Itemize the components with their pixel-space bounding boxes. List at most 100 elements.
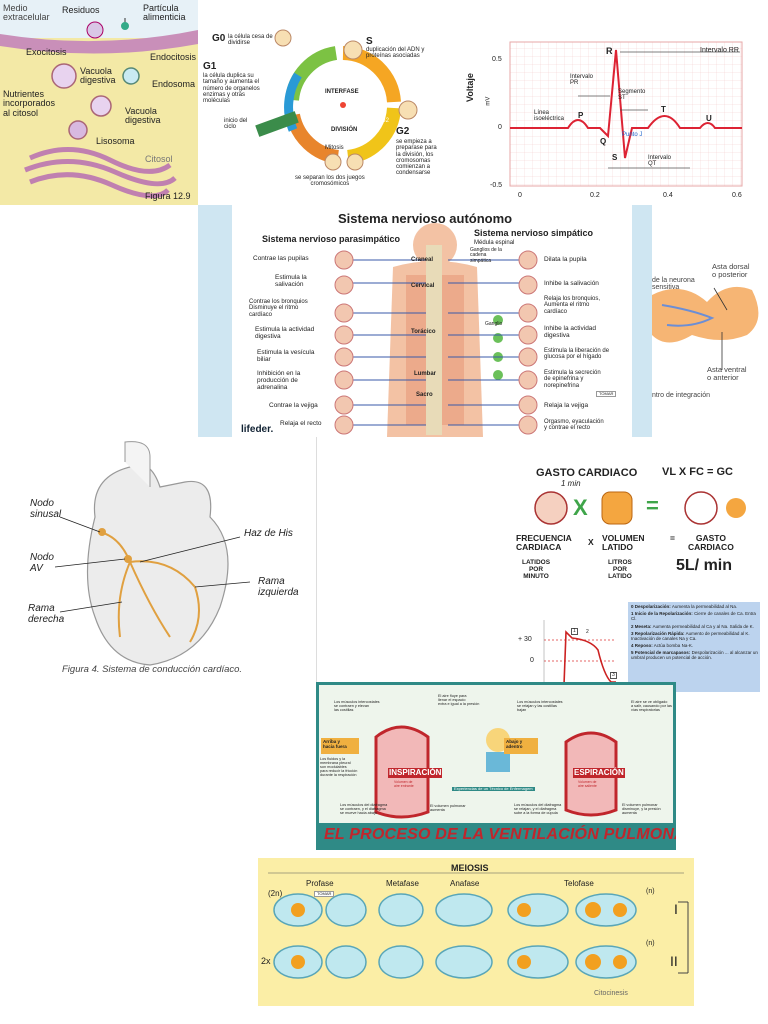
ecg-segmento-st: Segmento ST: [618, 89, 646, 102]
vent-experiencias: Experiencias de un Técnico de Enfermagem: [452, 786, 535, 792]
ap-legend-desc-4: Actúa bomba Na-K.: [653, 643, 694, 649]
ap-legend-n-4: 4: [631, 643, 634, 649]
ans-ganglio: Ganglio: [485, 321, 503, 327]
label-residuos: Residuos: [62, 5, 100, 15]
ap-ytick-0: + 30: [518, 636, 532, 643]
meiosis-n-1: (n): [646, 888, 655, 895]
label-g2: G2: [396, 126, 410, 137]
neuron-sensitiva: de la neurona sensitiva: [652, 277, 695, 292]
vent-abajo: Abajo y adentro: [506, 739, 523, 749]
ans-region-craneal: Craneal: [411, 257, 434, 263]
ans-simp-item-5: Estimula la secreción de epinefrina y no…: [544, 370, 601, 389]
ecg-p: P: [578, 111, 584, 120]
label-s: S: [366, 36, 373, 47]
neuron-centro-integracion: ntro de integración: [652, 392, 710, 399]
ans-simp-item-2: Relaja los bronquios, Aumenta el ritmo c…: [544, 296, 601, 315]
meiosis-n-2: (n): [646, 940, 655, 947]
vent-note-4b: El aire se ve obligado a salir, causando…: [631, 700, 672, 712]
heart-conduction-diagram: Nodo sinusal Haz de His Nodo AV Rama izq…: [0, 437, 317, 685]
ecg-r: R: [606, 46, 613, 56]
action-potential-legend: 0 Despolarización: Aumenta la permeabili…: [628, 602, 760, 692]
gasto-eq-text: =: [670, 533, 675, 543]
spinal-cord-diagram: Asta dorsal o posterior de la neurona se…: [652, 240, 768, 410]
ecg-ytick-1: 0: [498, 124, 502, 131]
gasto-min: 1 min: [561, 479, 581, 488]
ecg-u: U: [706, 114, 712, 123]
gasto-litros: LITROS POR LATIDO: [608, 559, 632, 580]
vent-note-1a: Los músculos intercostales se contraen y…: [334, 700, 380, 712]
label-nutrientes: Nutrientes incorporados al citosol: [3, 89, 56, 118]
meiosis-phase-profase: Profase: [306, 879, 334, 888]
ecg-xtick-3: 0.6: [732, 192, 742, 199]
gasto-eq-symbol: =: [646, 493, 659, 518]
meiosis-phase-anafase: Anafase: [450, 879, 480, 888]
meiosis-phase-telofase: Telofase: [564, 879, 594, 888]
ans-para-item-4: Estimula la vesícula biliar: [257, 349, 315, 363]
ecg-ytick-2: -0.5: [490, 182, 503, 189]
label-particula: Partícula alimenticia: [143, 3, 186, 23]
ap-legend-n-2: 2: [631, 623, 634, 629]
ecg-ylabel: Voltaje: [465, 73, 475, 102]
label-endosoma: Endosoma: [152, 79, 196, 89]
label-citosol: Citosol: [145, 154, 173, 164]
label-g1-desc: la célula duplica su tamaño y aumenta el…: [203, 73, 260, 105]
label-lisosoma: Lisosoma: [96, 136, 135, 146]
gasto-volumen: VOLUMEN LATIDO: [602, 533, 645, 552]
ans-para-item-5: Inhibición en la producción de adrenalin…: [257, 370, 301, 391]
ap-legend-name-5: Potencial de marcapasos:: [634, 650, 691, 656]
ap-legend-desc-2: Aumenta permeabilidad al Ca y al Na. Sal…: [652, 623, 754, 629]
action-potential-chart: + 30 0 1 2 3: [516, 620, 626, 692]
label-division: DIVISIÓN: [331, 127, 358, 133]
gasto-formula: VL X FC = GC: [662, 466, 734, 478]
label-g2-desc: se empieza a preparase para la división,…: [396, 139, 437, 177]
vent-inspiracion: INSPIRACIÓN: [388, 768, 443, 779]
cell-cycle-diagram: G0 la célula cesa de dividirse S duplica…: [198, 0, 460, 205]
neuron-asta-dorsal: Asta dorsal o posterior: [712, 262, 750, 279]
ecg-linea-isoelectrica: Línea isoeléctrica: [534, 110, 565, 123]
ans-diagram: Sistema nervioso autónomo Sistema nervio…: [198, 205, 652, 437]
label-mitosis: Mitosis: [325, 145, 344, 151]
ans-simp-item-6: Relaja la vejiga: [544, 402, 589, 409]
label-g1-small: G1: [300, 100, 309, 106]
ans-para-item-6: Contrae la vejiga: [269, 402, 318, 409]
label-medio: Medio extracelular: [3, 3, 50, 23]
ap-legend-desc-5: Despolarización ... al alcanzar un umbra…: [631, 650, 758, 661]
label-vacuola-digestiva-2: Vacuola digestiva: [125, 106, 161, 126]
label-g2-small: G2: [381, 118, 390, 124]
ecg-t: T: [661, 105, 666, 114]
ecg-s: S: [612, 153, 618, 162]
meiosis-cells: [268, 872, 689, 979]
vent-note-4a: El aire fluye para llenar el espacio ext…: [438, 694, 480, 706]
ans-simp-item-1: Inhibe la salivación: [544, 280, 599, 287]
ap-phase-3: 3: [610, 672, 617, 680]
spinal-cord-shape: [652, 286, 759, 370]
ap-legend-desc-1: Cierre de canales de Ca. Entra Cl.: [631, 611, 756, 622]
vent-note-5a: El volumen pulmonar aumenta: [430, 804, 466, 812]
label-exocitosis: Exocitosis: [26, 47, 67, 57]
label-fase-s: Fase S: [341, 66, 361, 72]
ans-region-sacro: Sacro: [416, 392, 433, 398]
ap-legend-n-5: 5: [631, 650, 634, 656]
ecg-yunit: mV: [485, 96, 492, 106]
ans-simp-item-0: Dilata la pupila: [544, 256, 587, 263]
ans-simp-item-7: Orgasmo, eyaculación y contrae el recto: [544, 419, 604, 432]
ap-ytick-1: 0: [530, 657, 534, 664]
cell-cycle-wheel: [255, 29, 418, 171]
ecg-ytick-0: 0.5: [492, 56, 502, 63]
ap-phase-1: 1: [571, 628, 578, 636]
ans-lifeder-logo: lifeder.: [241, 424, 274, 435]
gasto-x-text: X: [588, 537, 594, 547]
heart-nodo-sinusal: Nodo sinusal: [30, 498, 62, 520]
ecg-xtick-0: 0: [518, 192, 522, 199]
vent-note-3b: El volumen pulmonar disminuye, y la pres…: [622, 803, 661, 815]
vent-arriba: Arriba y hacia fuera: [323, 739, 347, 749]
heart-caption: Figura 4. Sistema de conducción cardíaco…: [62, 664, 243, 675]
gasto-gasto: GASTO CARDIACO: [688, 533, 734, 552]
ans-para-item-3: Estimula la actividad digestiva: [255, 326, 315, 340]
ap-legend-desc-0: Aumenta la permeabilidad al Na.: [671, 604, 738, 609]
ans-ganglios: Ganglios de la cadena simpática: [470, 247, 502, 264]
ans-para-title: Sistema nervioso parasimpático: [262, 234, 401, 244]
meiosis-citocinesis: Citocinesis: [594, 990, 628, 997]
ecg-intervalo-rr: Intervalo RR: [700, 47, 739, 54]
cell-illustration: [0, 0, 198, 199]
